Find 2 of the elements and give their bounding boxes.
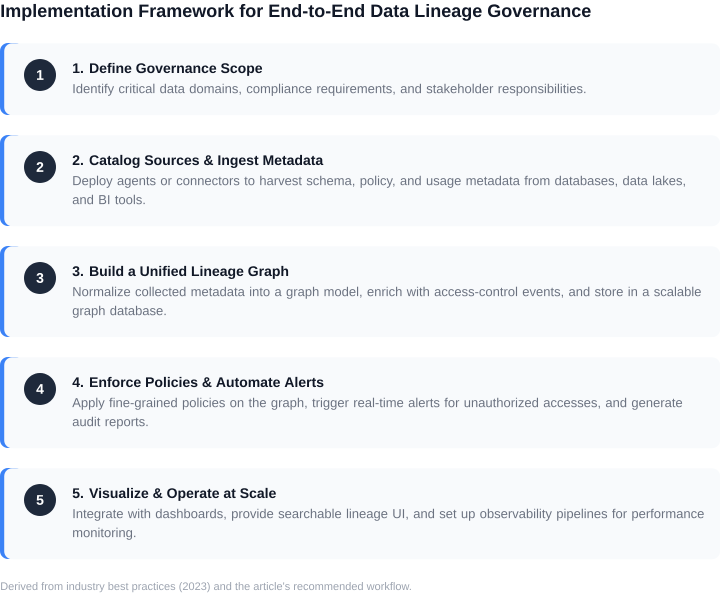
- title: Implementation Framework for End-to-End Data Lineage Governance: [1, 4, 591, 21]
- caption: Derived from industry best practices (2023) and the article's recommended workflow.: [1, 582, 411, 592]
